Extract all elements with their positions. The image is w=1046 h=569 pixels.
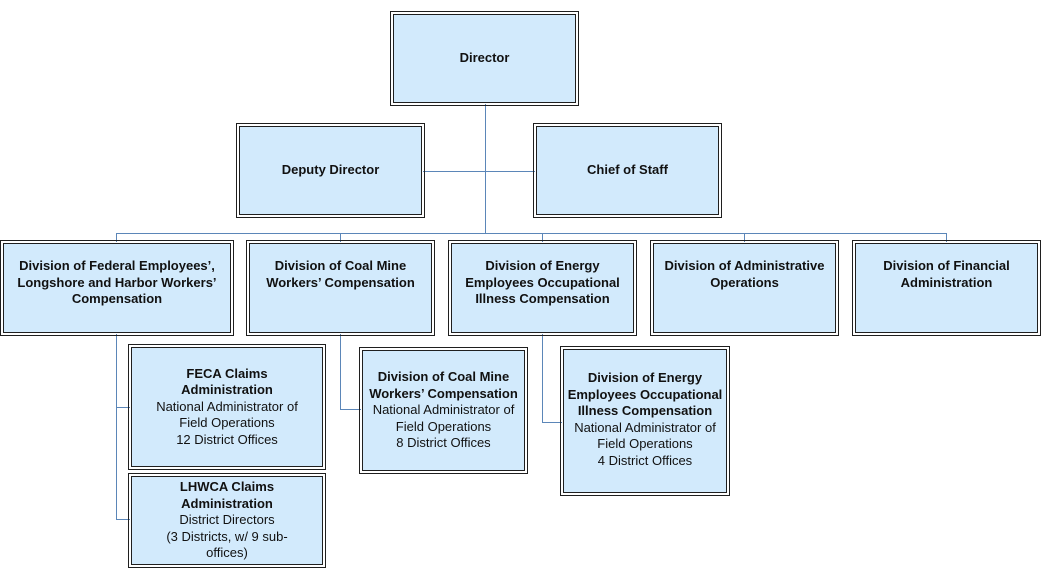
sub-unit-line: District Directors: [179, 512, 275, 528]
sub-unit-title: Division of Coal Mine Workers’ Compensat…: [369, 369, 518, 401]
division-title: Division of Federal Employees’, Longshor…: [17, 258, 217, 306]
coal-mine-district-box: Division of Coal Mine Workers’ Compensat…: [359, 347, 528, 474]
feca-lhwca-connector-line: [116, 334, 130, 520]
sub-unit-line: 8 District Offices: [396, 435, 491, 451]
sub-unit-line: National Administrator of Field Operatio…: [574, 419, 716, 452]
division-title: Division of Financial Administration: [883, 258, 1010, 290]
coal-sub-connector-line: [340, 334, 361, 410]
energy-sub-connector-line: [542, 334, 562, 423]
director-box: Director: [390, 11, 579, 106]
lhwca-claims-box: LHWCA Claims Administration District Dir…: [128, 473, 326, 568]
sub-unit-title: LHWCA Claims Administration: [179, 479, 275, 511]
division-box-federal-employees: Division of Federal Employees’, Longshor…: [0, 240, 234, 336]
deputy-director-title: Deputy Director: [281, 162, 380, 178]
feca-claims-box: FECA Claims Administration National Admi…: [128, 344, 326, 470]
deputy-director-box: Deputy Director: [236, 123, 425, 218]
chief-of-staff-title: Chief of Staff: [587, 162, 668, 178]
division-box-administrative-operations: Division of Administrative Operations: [650, 240, 839, 336]
sub-unit-title: Division of Energy Employees Occupationa…: [567, 370, 723, 418]
sub-unit-line: National Administrator of Field Operatio…: [156, 398, 298, 431]
sub-unit-line: (3 Districts, w/ 9 sub-offices): [166, 528, 288, 561]
sub-unit-line: 4 District Offices: [597, 452, 693, 468]
energy-district-box: Division of Energy Employees Occupationa…: [560, 346, 730, 496]
division-box-financial-administration: Division of Financial Administration: [852, 240, 1041, 336]
sub-unit-line: National Administrator of Field Operatio…: [372, 402, 515, 434]
division-title: Division of Energy Employees Occupationa…: [465, 258, 620, 306]
chief-of-staff-box: Chief of Staff: [533, 123, 722, 218]
division-title: Division of Administrative Operations: [664, 258, 825, 290]
director-title: Director: [459, 50, 510, 66]
division-title: Division of Coal Mine Workers’ Compensat…: [266, 258, 415, 290]
sub-unit-line: 12 District Offices: [176, 431, 278, 447]
sub-unit-title: FECA Claims Administration: [181, 365, 273, 398]
division-box-energy-employees: Division of Energy Employees Occupationa…: [448, 240, 637, 336]
division-box-coal-mine: Division of Coal Mine Workers’ Compensat…: [246, 240, 435, 336]
